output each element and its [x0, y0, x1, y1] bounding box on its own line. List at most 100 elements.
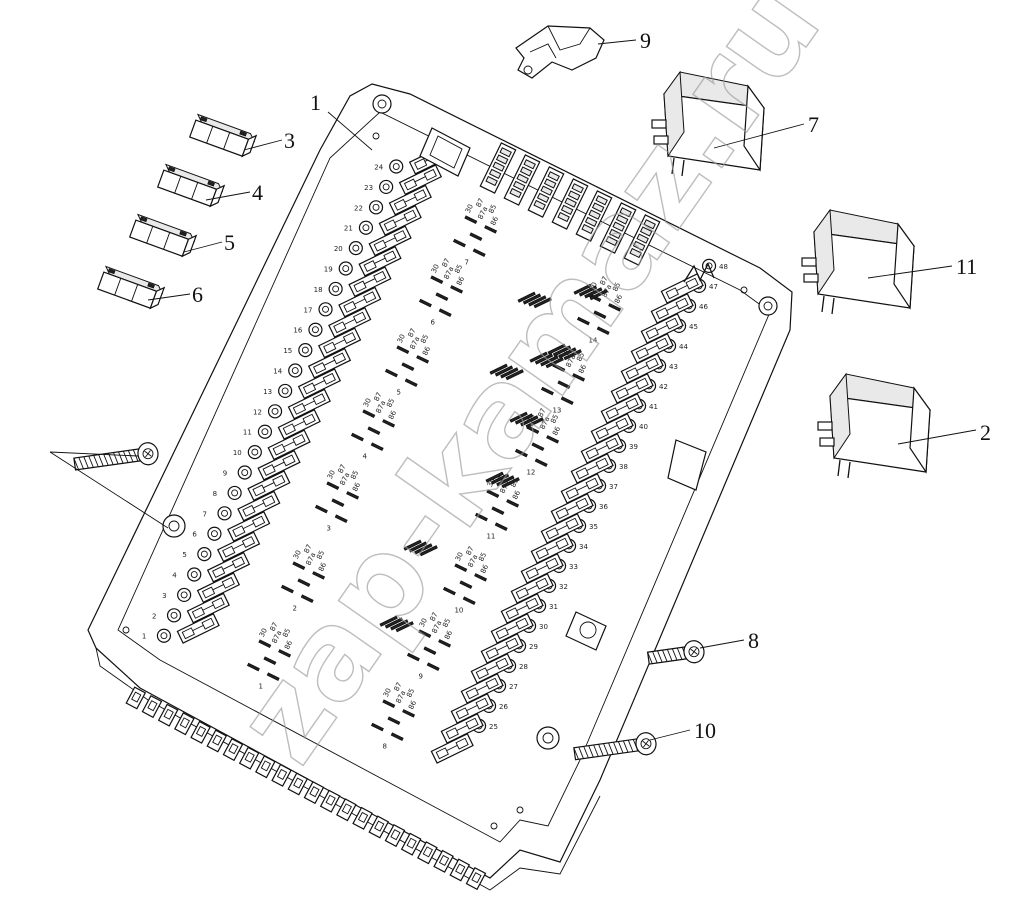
fuse-slot: 21 — [344, 205, 422, 236]
fuse-number-label: 33 — [569, 563, 578, 571]
relay-pin-label: 85 — [575, 351, 586, 363]
callout-2: 2 — [980, 420, 991, 445]
fuse-number-label: 27 — [509, 683, 518, 691]
fuse-block — [156, 163, 226, 208]
relay-number-label: 11 — [486, 533, 495, 541]
callout-10: 10 — [694, 718, 716, 743]
fuse-number-label: 8 — [213, 490, 217, 498]
relay-pin-label: 30 — [418, 617, 429, 629]
fuse-slot: 14 — [273, 347, 352, 379]
relay-number-label: 5 — [396, 389, 400, 397]
relay-pin-label: 86 — [351, 481, 362, 493]
fuse-relay-box: 123456789101112131415161718192021222324 … — [87, 83, 793, 891]
relay-pin-label: 86 — [283, 639, 294, 651]
screw-10 — [573, 732, 657, 761]
side-socket — [565, 439, 707, 651]
relay-pin-label: 85 — [477, 551, 488, 563]
fuse-number-label: 15 — [283, 347, 292, 355]
relay-pin-label: 87 — [373, 391, 384, 403]
fuse-number-label: 46 — [699, 303, 708, 311]
fuse-number-label: 39 — [629, 443, 638, 451]
fuse-slot: 23 — [364, 164, 443, 196]
relay-pin-label: 85 — [281, 627, 292, 639]
relay-pin-label: 87 — [429, 611, 440, 623]
fuse-block — [96, 265, 166, 310]
relay-pin-label: 85 — [509, 477, 520, 489]
relay-pin-label: 86 — [455, 275, 466, 287]
mounting-holes — [122, 94, 778, 830]
leader-lines — [49, 39, 977, 741]
callout-labels: 1 2 3 4 5 6 7 8 9 10 11 — [192, 28, 991, 743]
fuse-slot: 22 — [354, 184, 432, 216]
clip-part — [515, 25, 605, 79]
fuse-number-label: 20 — [334, 245, 343, 253]
fuse-number-label: 22 — [354, 204, 363, 212]
fuse-slot: 20 — [334, 225, 412, 257]
connector-teeth — [125, 686, 487, 891]
relay-pin-label: 30 — [396, 333, 407, 345]
relay-2 — [817, 372, 932, 479]
relay-pin-label: 87 — [599, 275, 610, 287]
fuse-number-label: 14 — [273, 368, 282, 376]
logo-icon — [683, 262, 715, 283]
fuse-number-label: 26 — [499, 703, 508, 711]
relay-pin-label: 87 — [537, 407, 548, 419]
relay-pin-label: 86 — [479, 563, 490, 575]
fuse-block — [128, 213, 198, 258]
fuse-number-label: 35 — [589, 523, 598, 531]
relay-pin-label: 85 — [441, 617, 452, 629]
relay-pin-label: 87 — [393, 681, 404, 693]
fuse-slot: 7 — [203, 490, 281, 522]
fuse-number-label: 10 — [233, 449, 242, 457]
fuse-slot: 9 — [223, 449, 301, 481]
callout-7: 7 — [808, 112, 819, 137]
diode-block — [479, 142, 661, 266]
fuse-number-label: 36 — [599, 503, 608, 511]
fuse-number-label: 2 — [152, 612, 156, 620]
callout-3: 3 — [284, 128, 295, 153]
fuse-slot: 18 — [314, 266, 392, 298]
fuse-number-label: 23 — [364, 184, 373, 192]
fuse-slot: 11 — [243, 409, 321, 440]
relay-number-label: 13 — [552, 407, 561, 415]
relay-pin-label: 85 — [349, 469, 360, 481]
fuse-slot: 5 — [182, 531, 261, 563]
fuse-number-label: 5 — [182, 551, 186, 559]
relay-pin-label: 86 — [443, 629, 454, 641]
fuse-number-label: 7 — [203, 510, 207, 518]
spare-fuse-blocks — [96, 113, 258, 310]
fuse-number-label: 40 — [639, 423, 648, 431]
relay-pin-label: 85 — [549, 413, 560, 425]
fuse-number-label: 9 — [223, 470, 227, 478]
callout-1: 1 — [310, 90, 321, 115]
relay-number-label: 4 — [362, 453, 367, 461]
relay-pin-label: 86 — [421, 345, 432, 357]
fuse-number-label: 11 — [243, 429, 252, 437]
board-outline — [87, 83, 793, 879]
fuse-number-label: 24 — [374, 164, 383, 172]
fuse-number-label: 31 — [549, 603, 558, 611]
fuse-slot: 6 — [192, 511, 271, 542]
relay-pin-label: 30 — [382, 687, 393, 699]
relay-pin-label: 30 — [454, 551, 465, 563]
relay-pin-label: 30 — [430, 263, 441, 275]
relay-pin-label: 85 — [315, 549, 326, 561]
relay-pin-label: 87 — [465, 545, 476, 557]
relay-pin-label: 30 — [464, 203, 475, 215]
fuse-slot: 10 — [233, 429, 311, 461]
fuse-number-label: 37 — [609, 483, 618, 491]
relay-pin-label: 85 — [385, 397, 396, 409]
fuse-number-label: 34 — [579, 543, 588, 551]
relay-7 — [651, 70, 766, 177]
fuse-number-label: 18 — [314, 286, 323, 294]
relay-pin-label: 86 — [387, 409, 398, 421]
relay-number-label: 10 — [454, 607, 463, 615]
fuse-number-label: 12 — [253, 408, 262, 416]
fuse-slot: 2 — [152, 592, 230, 624]
relay-pin-label: 86 — [613, 293, 624, 305]
